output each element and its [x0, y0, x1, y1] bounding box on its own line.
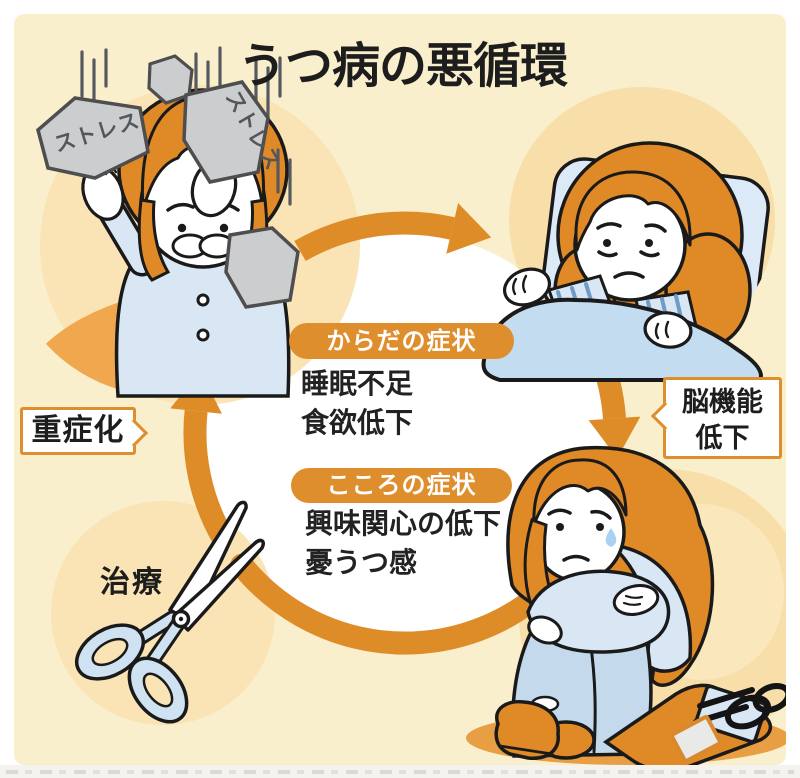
body-symptoms-header: からだの症状: [289, 323, 514, 359]
list-item: 憂うつ感: [305, 547, 418, 578]
ring-top-arc: [294, 211, 455, 262]
ring-left-arc: [183, 409, 234, 544]
mind-symptoms-header: こころの症状: [291, 468, 512, 503]
cycle-ring: [183, 211, 626, 655]
body-symptoms-list: 睡眠不足 食欲低下: [301, 364, 413, 442]
list-item: 食欲低下: [301, 407, 414, 438]
worsening-label: 重症化: [31, 414, 125, 447]
treatment-label: 治療: [100, 566, 164, 599]
arrowhead-top-icon: [446, 203, 492, 254]
worsening-callout: 重症化: [20, 407, 149, 455]
footer-credit-strip: [0, 765, 800, 778]
tear-icon: [605, 528, 617, 547]
list-item: 興味関心の低下: [305, 508, 502, 539]
mind-symptoms-list: 興味関心の低下 憂うつ感: [305, 504, 501, 582]
arrowhead-right-icon: [588, 416, 641, 459]
brain-callout-line2: 低下: [695, 423, 750, 453]
page-title: うつ病の悪循環: [238, 40, 568, 93]
woman-sitting-depressed-icon: [466, 445, 786, 765]
woman-sleepless-in-bed-icon: [481, 141, 770, 382]
blanket: [481, 297, 763, 382]
brain-function-callout: 脳機能 低下: [650, 377, 782, 459]
bag-icon: [602, 682, 786, 765]
brain-callout-line1: 脳機能: [682, 387, 763, 417]
ring-bottom-arc: [230, 553, 546, 655]
list-item: 睡眠不足: [301, 368, 414, 399]
scissors-cutting-cycle-icon: [75, 500, 266, 724]
woman-under-stress-rocks-icon: ストレス ストレス: [36, 46, 300, 398]
